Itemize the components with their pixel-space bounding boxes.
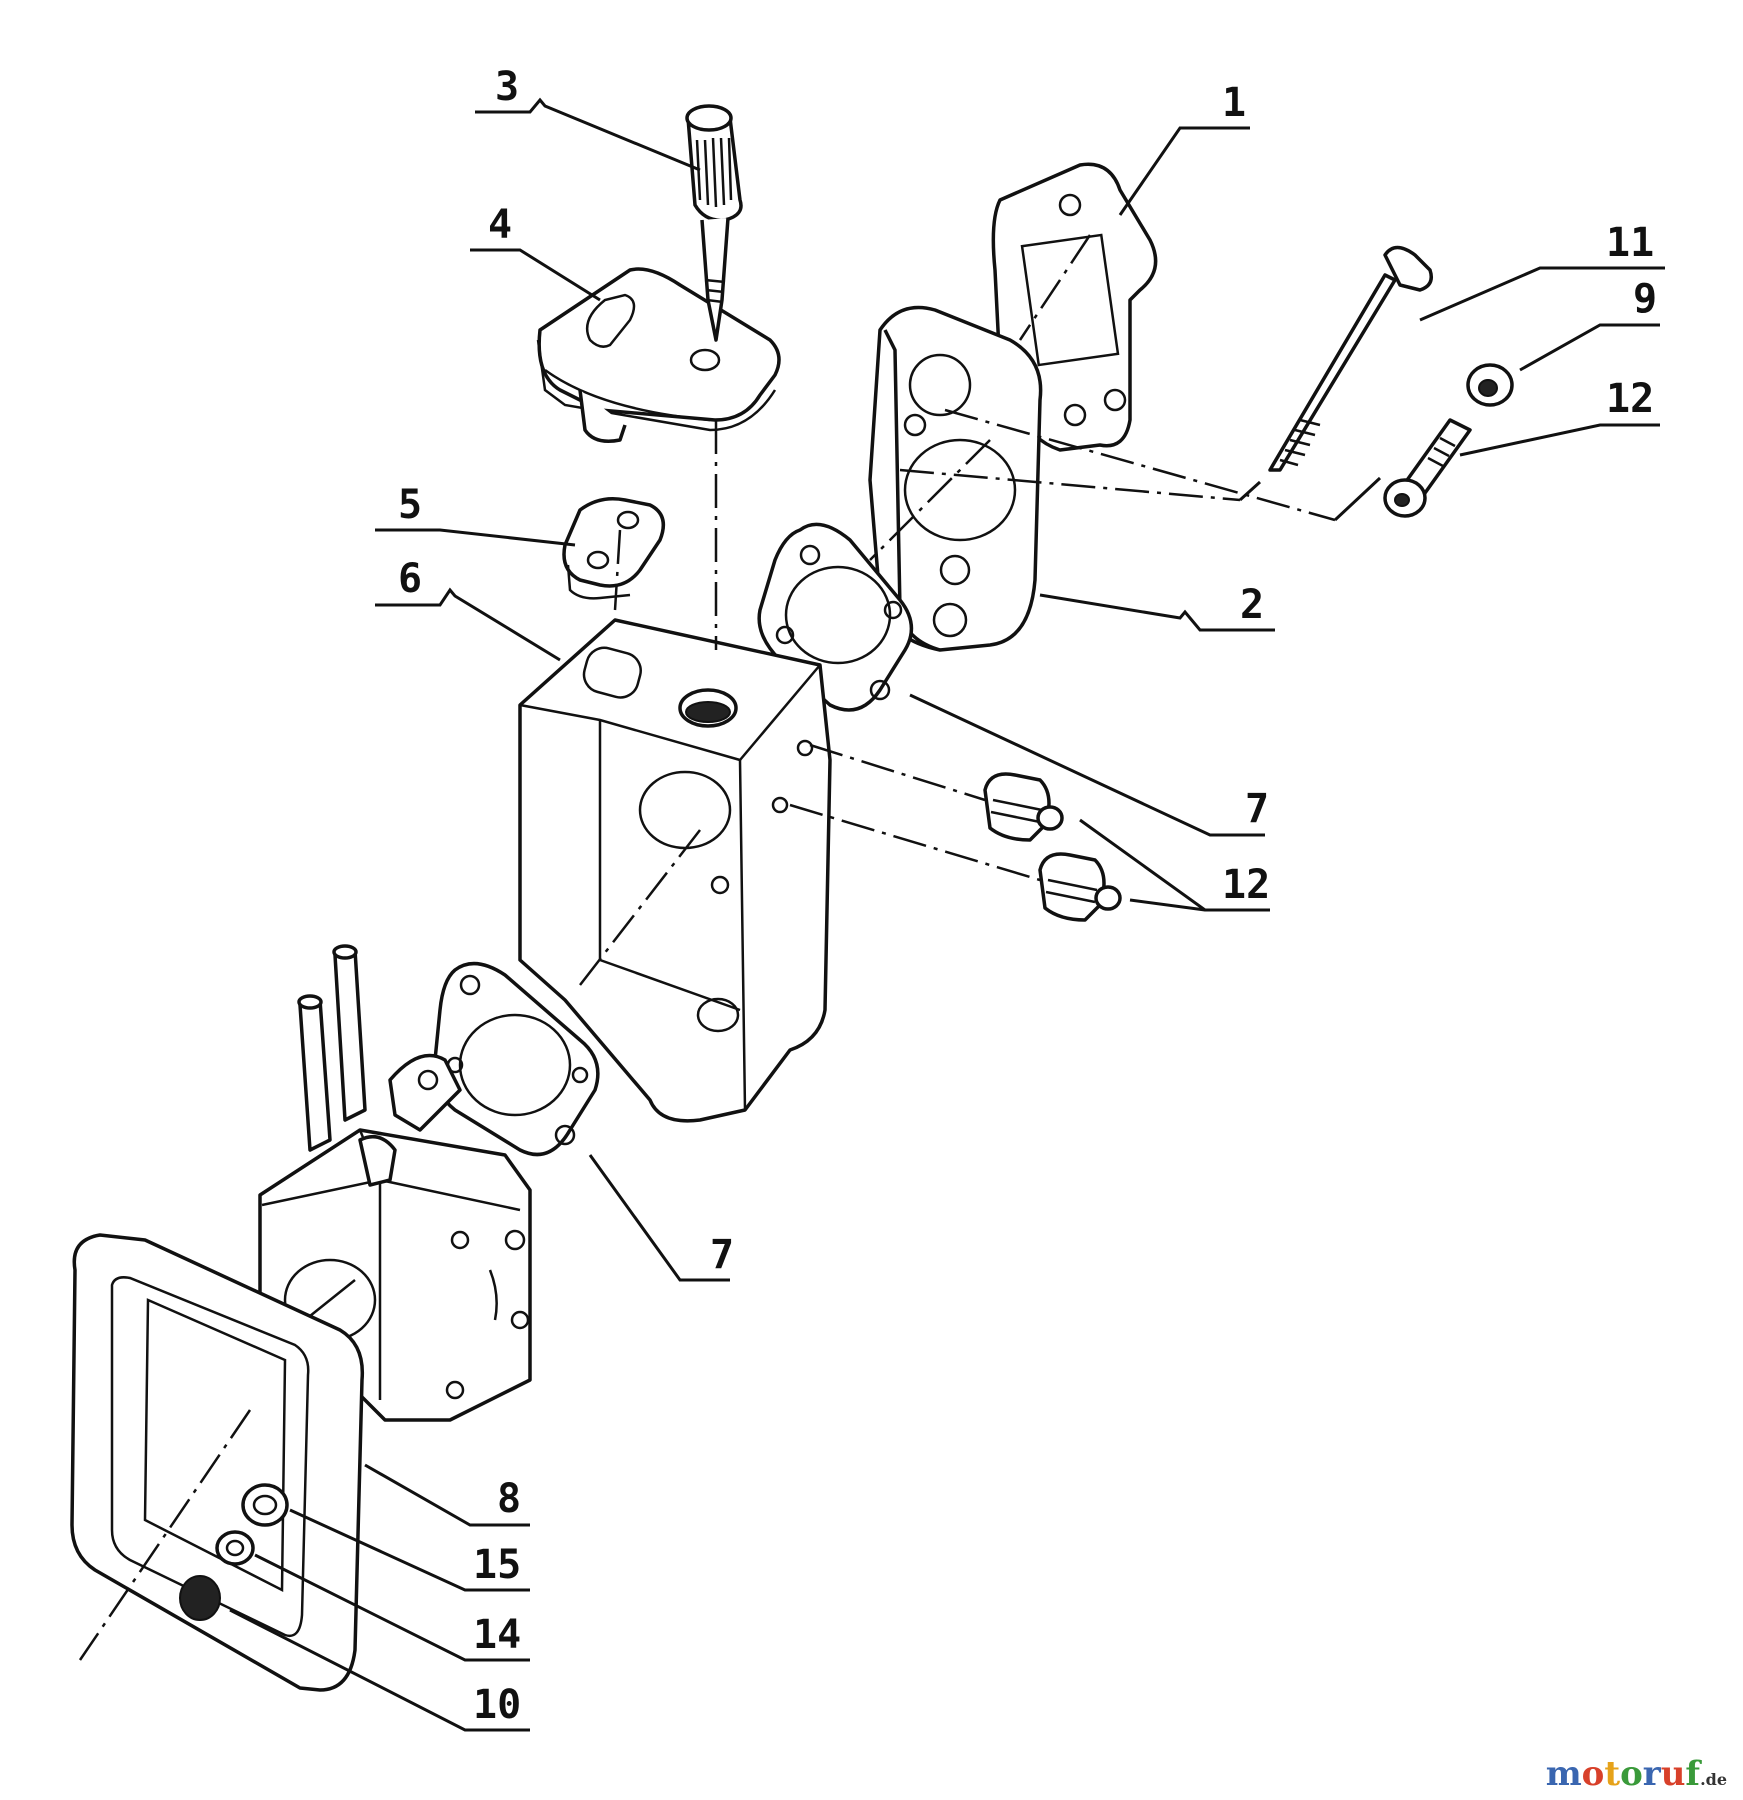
callout-6: 6 — [398, 556, 422, 602]
callout-12: 12 — [1606, 376, 1654, 422]
part-10-nut — [179, 1575, 221, 1621]
watermark-letter: u — [1660, 1754, 1686, 1794]
leader-lines — [229, 97, 1665, 1732]
part-2-manifold-block — [868, 305, 1043, 652]
part-12-bolt — [1383, 418, 1472, 518]
motoruf-watermark-logo: motoruf.de — [1546, 1754, 1727, 1794]
callout-labels: 3 4 1 11 9 12 5 6 2 7 12 7 8 15 14 10 — [398, 64, 1657, 1728]
callout-8: 8 — [497, 1476, 521, 1522]
part-3-screw — [685, 104, 743, 342]
callout-13: 12 — [1222, 862, 1270, 908]
part-6-housing — [518, 618, 832, 1123]
part-14-washer — [215, 1530, 255, 1566]
callout-2: 2 — [1240, 582, 1264, 628]
callout-1: 1 — [1222, 80, 1246, 126]
callout-3: 3 — [495, 64, 519, 110]
callout-14: 14 — [473, 1612, 521, 1658]
callout-15: 15 — [473, 1542, 521, 1588]
watermark-letter: t — [1604, 1754, 1621, 1794]
callout-7-lower: 7 — [710, 1232, 734, 1278]
callout-5: 5 — [398, 482, 422, 528]
part-5-plate — [562, 497, 666, 600]
callout-11: 11 — [1606, 220, 1654, 266]
callout-10: 10 — [473, 1682, 521, 1728]
watermark-letter: f — [1685, 1754, 1701, 1794]
assembly-axes — [78, 234, 1336, 1661]
part-11-bolt — [1268, 245, 1433, 472]
watermark-letter: m — [1545, 1754, 1582, 1794]
part-15-washer — [241, 1483, 289, 1527]
watermark-letter: r — [1642, 1754, 1661, 1794]
watermark-letter: o — [1581, 1754, 1605, 1794]
callout-4: 4 — [488, 202, 512, 248]
callout-7-upper: 7 — [1245, 786, 1269, 832]
part-9-washer — [1466, 363, 1514, 407]
part-8-filter-frame — [70, 1233, 365, 1692]
part-4-cover — [536, 267, 781, 443]
watermark-letter: o — [1620, 1754, 1643, 1794]
part-13-plugs — [983, 772, 1122, 922]
callout-9: 9 — [1633, 276, 1657, 322]
part-7-gasket-lower — [432, 961, 600, 1157]
watermark-suffix: .de — [1700, 1770, 1727, 1789]
